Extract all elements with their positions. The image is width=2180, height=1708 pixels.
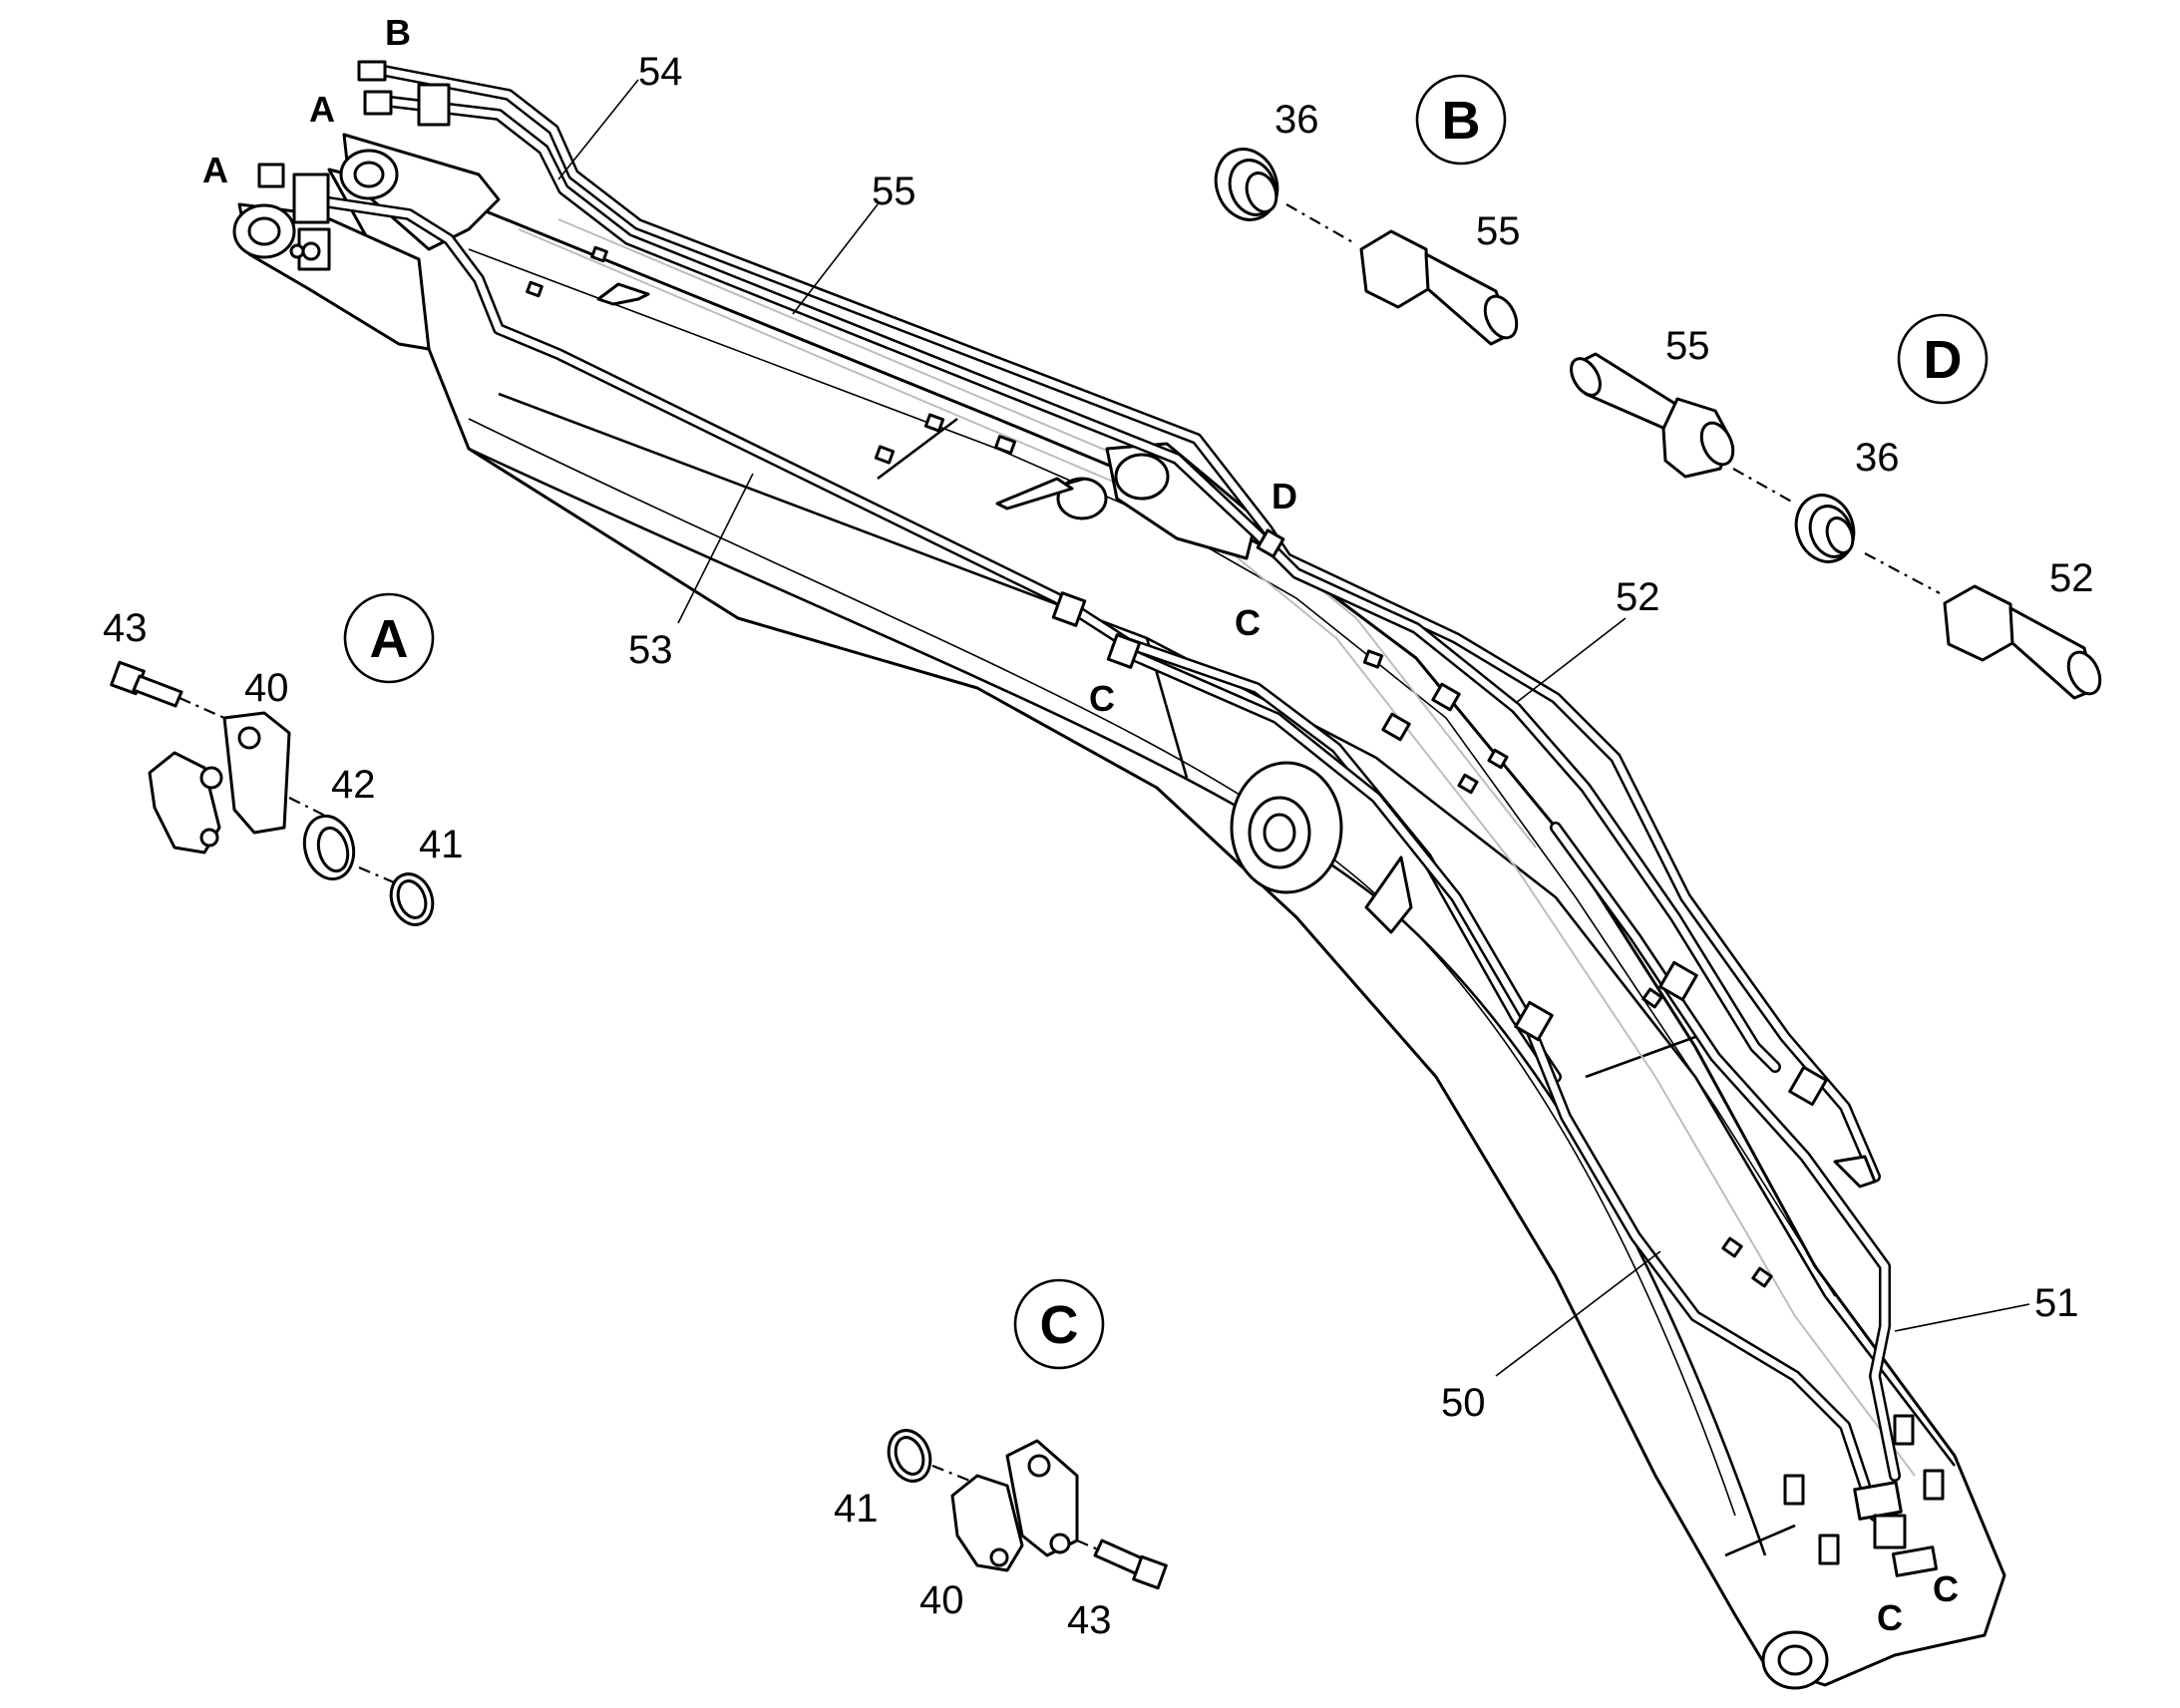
label-55-d: 55 [1665, 324, 1710, 368]
boom-body [327, 168, 2006, 1687]
o-ring-41-c [887, 1429, 932, 1483]
label-42-a: 42 [331, 763, 376, 807]
split-flange-40-a [148, 711, 291, 854]
hydraulic-lines [303, 64, 1901, 1522]
seal-42-a [302, 814, 356, 881]
conn-b: B [385, 12, 411, 53]
label-53: 53 [628, 628, 673, 672]
bolt-43-a [110, 660, 183, 708]
conn-c-rear-left: C [1877, 1597, 1903, 1638]
label-54: 54 [638, 50, 683, 94]
svg-text:A: A [370, 609, 409, 669]
conn-a-lower: A [202, 150, 228, 190]
leader-lines [557, 79, 2030, 1377]
label-52-boom: 52 [1616, 575, 1660, 619]
detail-key-b: B [1415, 74, 1507, 166]
label-43-a: 43 [103, 606, 148, 650]
label-41-c: 41 [834, 1487, 879, 1531]
conn-c-mid: C [1089, 678, 1115, 719]
conn-a-upper: A [309, 89, 335, 130]
detail-b [1214, 148, 1519, 346]
label-52-d: 52 [2049, 556, 2094, 600]
label-36-d: 36 [1855, 436, 1900, 480]
bolt-43-c [1093, 1538, 1168, 1590]
o-ring-41-a [389, 872, 435, 926]
conn-c-rear-right: C [1933, 1568, 1959, 1609]
front-fittings [257, 60, 451, 271]
conn-d: D [1272, 476, 1297, 516]
hose-end-55-d [1570, 352, 1735, 479]
pivot-boss [1230, 761, 1413, 934]
detail-key-c: C [1013, 1278, 1105, 1370]
rear-fittings [1853, 1481, 1939, 1577]
svg-text:B: B [1442, 91, 1481, 151]
connection-letters: B A A D C C C C [202, 12, 1959, 1638]
svg-text:C: C [1040, 1295, 1079, 1355]
pipe-clamps [1051, 528, 1877, 1189]
label-51: 51 [2034, 1281, 2079, 1325]
label-36-b: 36 [1274, 98, 1319, 142]
o-ring-seal-36-b [1214, 148, 1279, 221]
hose-end-52-d [1943, 584, 2102, 700]
detail-a [110, 660, 435, 926]
hose-end-55-b [1359, 229, 1519, 346]
label-50: 50 [1441, 1381, 1486, 1425]
detail-keys: B D A C [343, 74, 1989, 1370]
label-43-c: 43 [1067, 1598, 1112, 1642]
split-flange-40-c [950, 1439, 1079, 1572]
detail-key-d: D [1897, 313, 1989, 405]
detail-c [887, 1429, 1168, 1590]
boom-foot [1761, 1414, 1945, 1690]
conn-c-upper: C [1235, 602, 1261, 643]
svg-text:D: D [1924, 330, 1963, 390]
label-55-b: 55 [1476, 209, 1521, 253]
label-40-a: 40 [244, 666, 289, 710]
top-plate-tabs [526, 245, 1773, 1288]
detail-d [1570, 352, 2102, 700]
label-41-a: 41 [419, 823, 464, 866]
detail-key-a: A [343, 592, 435, 684]
label-40-c: 40 [919, 1578, 964, 1622]
o-ring-seal-36-d [1794, 494, 1856, 563]
part-number-labels: 54 55 53 52 51 50 36 55 55 36 52 43 40 4… [103, 50, 2094, 1642]
label-55-boom: 55 [872, 170, 916, 213]
boom-nose-lugs [232, 133, 501, 351]
